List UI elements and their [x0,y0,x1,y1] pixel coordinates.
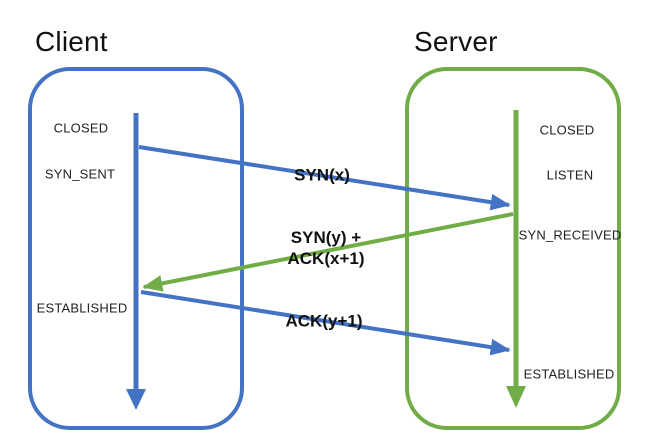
server-state-listen: LISTEN [546,167,594,183]
client-box [28,67,244,430]
syn-ack-arrow [142,212,514,292]
syn-label: SYN(x) [294,165,350,185]
client-state-established: ESTABLISHED [36,300,128,316]
server-state-established: ESTABLISHED [523,366,615,382]
client-state-syn-sent: SYN_SENT [44,166,116,182]
server-timeline [506,110,526,408]
server-state-closed: CLOSED [539,122,595,138]
ack-label: ACK(y+1) [285,311,363,331]
server-box [405,67,621,430]
client-state-closed: CLOSED [53,120,109,136]
ack-arrow [140,290,511,356]
server-title: Server [414,26,498,57]
client-title: Client [35,26,108,57]
client-timeline [126,113,146,410]
syn-ack-label-line2: ACK(x+1) [287,249,365,268]
server-state-syn-received: SYN_RECEIVED [518,227,622,243]
syn-arrow [138,145,511,211]
syn-ack-label: SYN(y) + ACK(x+1) [288,227,365,269]
syn-ack-label-line1: SYN(y) + [290,228,362,247]
